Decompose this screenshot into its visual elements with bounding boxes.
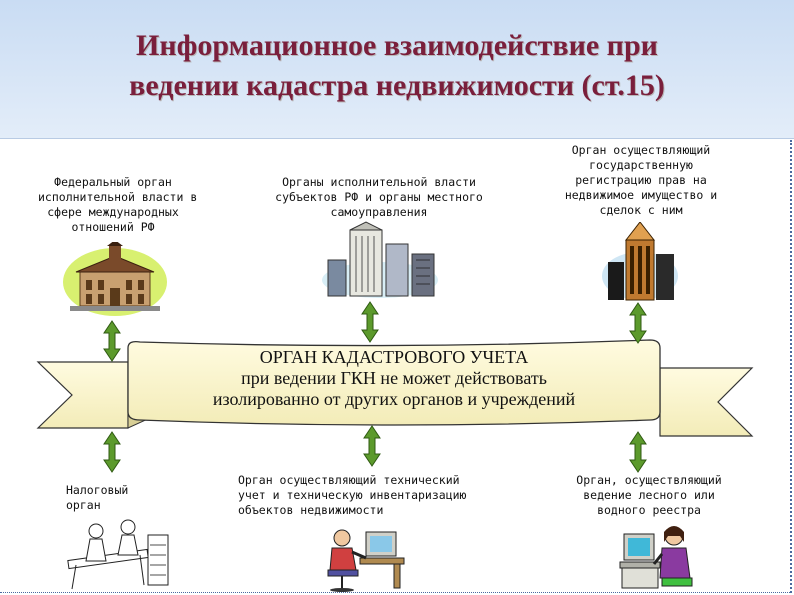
skyscraper-icon <box>602 222 678 301</box>
banner-right-tail <box>659 367 754 437</box>
label-technical: Орган осуществляющий технический учет и … <box>238 473 467 517</box>
arrow-registration <box>629 302 647 344</box>
title-line-1: Информационное взаимодействие при <box>136 29 658 62</box>
slide-title: Информационное взаимодействие при ведени… <box>0 26 794 106</box>
arrow-forest <box>629 431 647 473</box>
banner-line-2: при ведении ГКН не может действовать <box>241 368 547 388</box>
office-workers-icon <box>67 519 169 590</box>
arrow-regional <box>361 301 379 343</box>
label-tax: Налоговый орган <box>66 483 129 512</box>
arrow-technical <box>363 425 381 467</box>
label-regional: Органы исполнительной власти субъектов Р… <box>275 175 483 219</box>
label-forest: Орган, осуществляющий ведение лесного ил… <box>576 473 722 517</box>
banner-body <box>127 339 661 426</box>
content-frame <box>0 140 792 593</box>
computer-worker-icon <box>327 529 405 592</box>
title-line-2: ведении кадастра недвижимости (ст.15) <box>129 69 665 102</box>
banner-line-1: ОРГАН КАДАСТРОВОГО УЧЕТА <box>259 347 529 367</box>
city-buildings-icon <box>322 221 438 298</box>
arrow-federal <box>103 320 121 362</box>
label-registration: Орган осуществляющий государственную рег… <box>564 143 718 217</box>
computer-woman-icon <box>619 526 693 589</box>
arrow-tax <box>103 431 121 473</box>
label-federal: Федеральный орган исполнительной власти … <box>38 175 198 234</box>
government-building-icon <box>63 242 167 316</box>
banner-line-3: изолированно от других органов и учрежде… <box>212 389 576 409</box>
banner-text: ОРГАН КАДАСТРОВОГО УЧЕТА при ведении ГКН… <box>130 347 658 410</box>
banner-left-tail <box>36 361 129 429</box>
slide-header: Информационное взаимодействие при ведени… <box>0 0 794 139</box>
